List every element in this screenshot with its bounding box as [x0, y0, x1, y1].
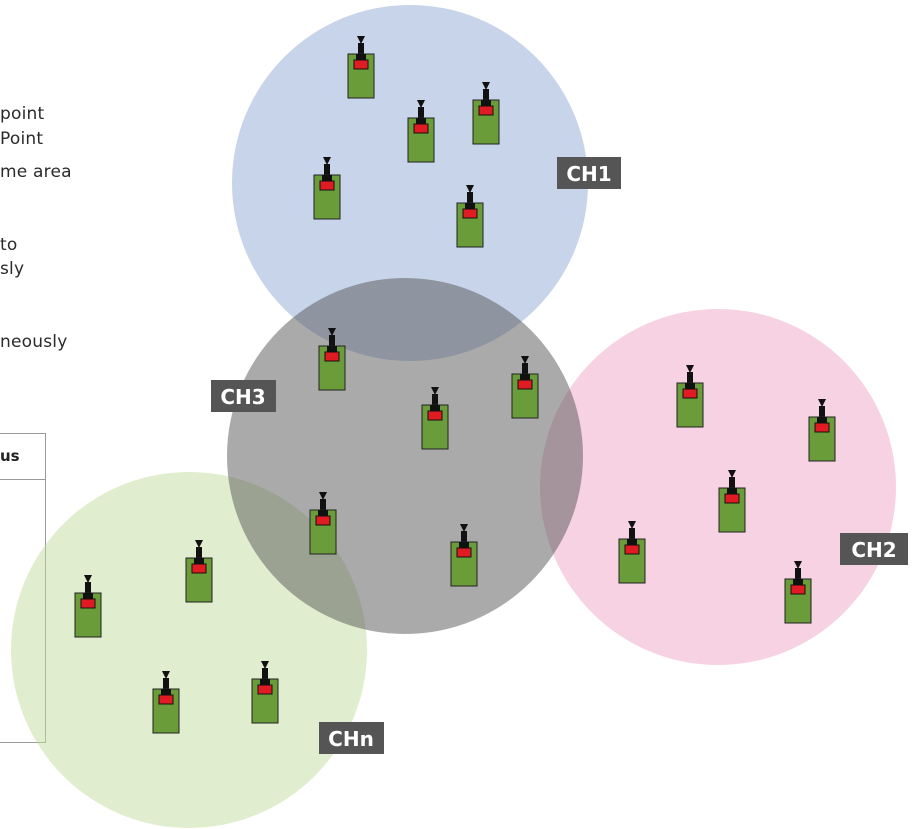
intro-text-line-2: Point	[0, 129, 44, 149]
channel-label-ch3: CH3	[211, 380, 276, 412]
channel-ch1-area	[232, 5, 588, 361]
table-header-cell: us	[0, 447, 20, 465]
channel-label-ch1: CH1	[557, 157, 621, 189]
channel-label-chn: CHn	[319, 722, 384, 754]
intro-text-line-6: neously	[0, 332, 68, 352]
table-header-divider	[0, 479, 46, 480]
channel-label-ch1-text: CH1	[566, 162, 611, 186]
intro-text-line-3: me area	[0, 162, 72, 182]
channel-label-ch3-text: CH3	[220, 385, 265, 409]
intro-text-line-4: to	[0, 235, 18, 255]
intro-text-line-1: point	[0, 104, 45, 124]
channel-ch3-area	[227, 278, 583, 634]
channel-label-ch2: CH2	[840, 533, 908, 565]
channel-label-chn-text: CHn	[328, 727, 374, 751]
intro-text-line-5: sly	[0, 259, 25, 279]
channel-ch2-area	[540, 309, 896, 665]
channel-label-ch2-text: CH2	[851, 538, 896, 562]
